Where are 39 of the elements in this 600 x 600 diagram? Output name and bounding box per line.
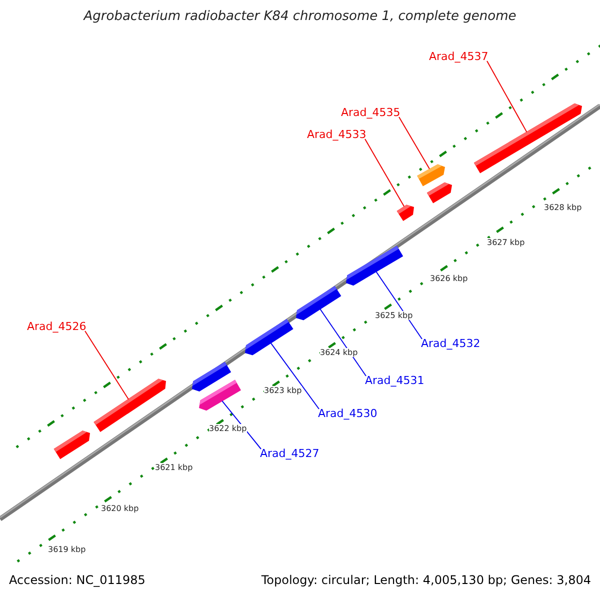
- scale-label: 3620 kbp: [101, 504, 139, 513]
- gene-block: [474, 103, 582, 174]
- scale-label: 3625 kbp: [375, 311, 413, 320]
- gene-block: [396, 204, 414, 221]
- scale-label: 3622 kbp: [209, 424, 247, 433]
- scale-label: 3626 kbp: [430, 274, 468, 283]
- gene-label: Arad_4535: [341, 106, 400, 119]
- gene-block: [426, 182, 452, 204]
- gene-label: Arad_4530: [318, 407, 378, 420]
- genome-info-text: Topology: circular; Length: 4,005,130 bp; Genes: 3,804: [261, 573, 591, 587]
- gene-block: [199, 380, 241, 411]
- gene-label: Arad_4527: [260, 447, 320, 460]
- gene-label: Arad_4531: [365, 374, 424, 387]
- scale-label: 3619 kbp: [48, 545, 86, 554]
- leader-line: [486, 60, 528, 133]
- leader-line: [376, 271, 422, 340]
- gene-label: Arad_4532: [421, 337, 480, 350]
- scale-label: 3621 kbp: [155, 463, 193, 472]
- leader-line: [270, 342, 320, 410]
- scale-label: 3624 kbp: [320, 348, 358, 357]
- leader-line: [364, 138, 405, 207]
- leader-line: [320, 308, 366, 376]
- gene-block: [54, 430, 90, 460]
- gene-block: [296, 286, 342, 320]
- gene-block: [94, 378, 166, 432]
- chart-title: Agrobacterium radiobacter K84 chromosome 1, complete genome: [82, 9, 518, 24]
- gene-block: [245, 319, 294, 356]
- gene-block: [417, 164, 445, 186]
- leader-line: [222, 400, 262, 450]
- gene-label: Arad_4537: [429, 50, 488, 63]
- gene-label: Arad_4533: [307, 128, 366, 141]
- gene-label: Arad_4526: [27, 320, 86, 333]
- gene-block: [346, 246, 404, 286]
- scale-label: 3627 kbp: [487, 238, 525, 247]
- scale-label: 3628 kbp: [544, 203, 582, 212]
- leader-line: [84, 330, 129, 400]
- accession-text: Accession: NC_011985: [9, 573, 146, 587]
- scale-label: 3623 kbp: [264, 386, 302, 395]
- leader-line: [398, 116, 430, 170]
